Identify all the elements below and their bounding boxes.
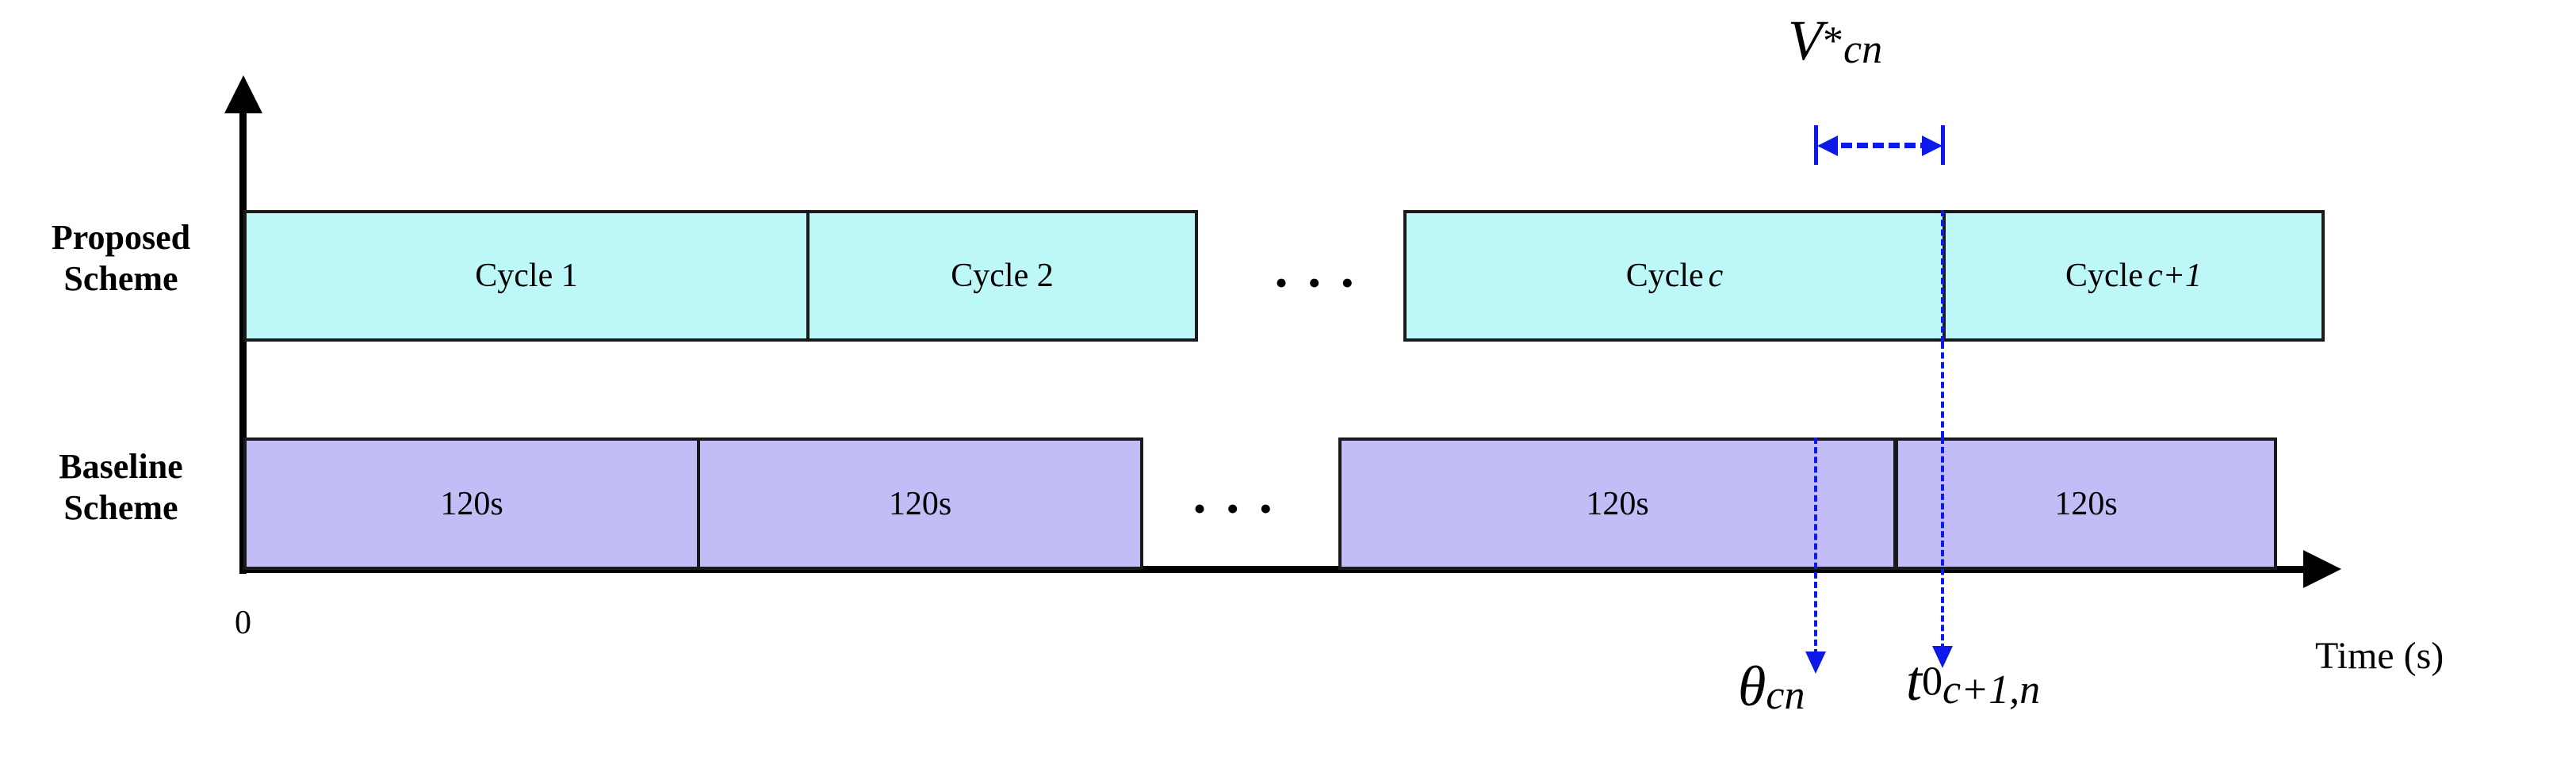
baseline-block-3: 120s [1338,437,1897,570]
marker-label-theta-subscript: cn [1766,673,1805,719]
proposed-block-cycle-2: Cycle 2 [806,210,1198,342]
row-label-proposed-line2: Scheme [63,258,178,298]
y-axis [239,101,247,574]
origin-label: 0 [235,605,251,641]
proposed-block-cycle-c-plus-1-index: c+1 [2147,258,2202,294]
baseline-block-4-label: 120s [2054,485,2118,522]
dimension-tick-left [1814,125,1818,165]
baseline-block-3-label: 120s [1586,485,1649,522]
baseline-block-2: 120s [697,437,1143,570]
dimension-dashed-line [1825,143,1931,148]
baseline-block-2-label: 120s [888,485,952,522]
row-label-proposed-scheme: Proposed Scheme [8,217,234,300]
marker-label-t0-superscript: 0 [1922,659,1943,705]
proposed-block-cycle-1: Cycle 1 [243,210,810,342]
proposed-block-cycle-c-plus-1: Cycle c+1 [1943,210,2325,342]
marker-line-t0-upper [1941,210,1944,342]
marker-line-theta-cn [1814,437,1817,655]
dimension-arrow-right-icon [1922,136,1943,156]
dimension-tick-right [1941,125,1945,165]
marker-label-theta-cn: θcn [1738,654,1805,720]
proposed-block-cycle-c-index: c [1708,258,1724,294]
measure-label-subscript: cn [1843,27,1883,73]
proposed-block-cycle-c-label: Cycle [1625,258,1704,294]
marker-arrow-theta-cn-icon [1805,651,1826,674]
row-label-baseline-line1: Baseline [59,447,183,486]
x-axis-arrow-icon [2303,550,2341,588]
marker-arrow-t0-icon [1932,646,1953,668]
marker-line-t0-gap [1941,342,1944,437]
baseline-block-4: 120s [1895,437,2277,570]
row-label-baseline-line2: Scheme [63,487,178,527]
proposed-row-ellipsis: • • • [1275,262,1360,303]
marker-label-t0-c-plus-1-n: t0c+1,n [1906,648,2040,714]
row-label-baseline-scheme: Baseline Scheme [8,446,234,529]
baseline-row-ellipsis: • • • [1193,488,1278,529]
marker-label-t0-base: t [1906,649,1923,713]
marker-label-t0-subscript: c+1,n [1943,667,2041,713]
x-axis-label: Time (s) [2315,635,2444,677]
baseline-block-1-label: 120s [440,485,503,522]
row-label-proposed-line1: Proposed [51,218,191,257]
proposed-block-cycle-2-label: Cycle 2 [951,258,1054,294]
marker-label-theta-base: θ [1738,655,1766,718]
baseline-block-1: 120s [243,437,700,570]
measure-label-v-star-cn: V*cn [1788,8,1882,74]
x-axis [239,566,2313,573]
measure-label-base: V [1788,9,1823,72]
measure-label-superscript: * [1822,18,1843,64]
proposed-block-cycle-c-plus-1-label: Cycle [2065,258,2143,294]
proposed-block-cycle-c: Cycle c [1403,210,1946,342]
proposed-block-cycle-1-label: Cycle 1 [475,258,578,294]
dimension-arrow-left-icon [1817,136,1838,156]
marker-line-t0-lower [1941,437,1944,650]
y-axis-arrow-icon [224,75,262,113]
